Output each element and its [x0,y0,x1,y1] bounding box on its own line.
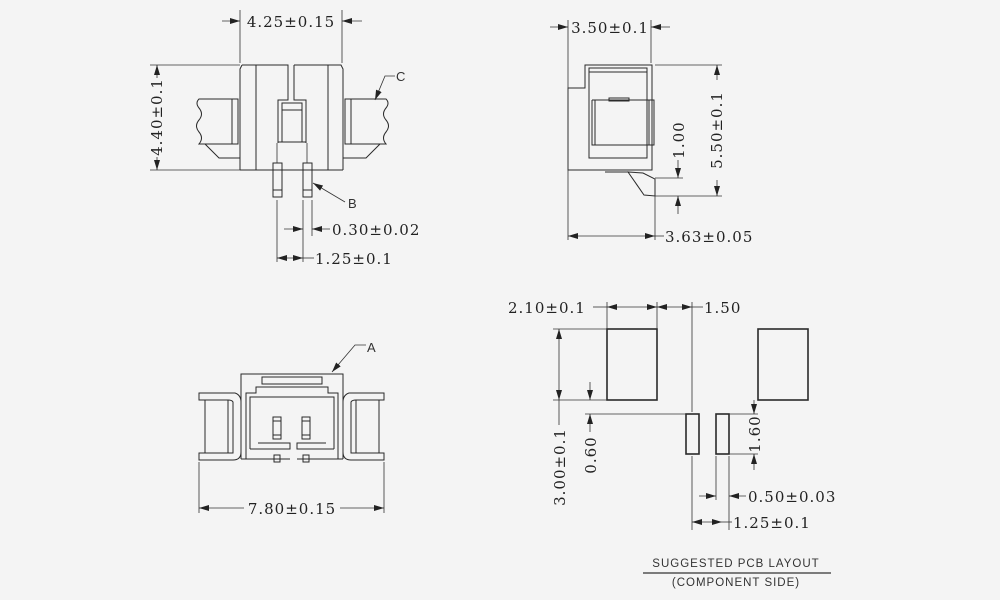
overall-dimension: 3.63±0.05 [665,228,753,246]
callout-b: B [348,196,357,211]
front-width-dimension: 7.80±0.15 [248,500,336,518]
pcb-pitch-dimension: 1.25±0.1 [733,514,811,532]
top-view: 4.25±0.15 4.40±0.1 0.30±0.02 1.25±0.1 B … [148,10,420,268]
callout-a: A [367,340,376,355]
callout-c: C [396,69,405,84]
signal-pad-1 [685,413,700,455]
offset-dimension: 0.60 [582,436,600,473]
side-height-dimension: 5.50±0.1 [708,91,726,169]
pad-height-dimension: 3.00±0.1 [551,428,569,506]
layout-title: SUGGESTED PCB LAYOUT [652,558,819,570]
gap-dimension: 1.50 [704,299,741,317]
pin-width-dimension: 0.30±0.02 [332,221,420,239]
signal-pad-2 [715,413,730,455]
pitch-dimension: 1.25±0.1 [315,250,393,268]
lead-dimension: 1.00 [670,121,688,158]
side-width-dimension: 3.50±0.1 [571,19,649,37]
signal-pad-height-dimension: 1.60 [746,415,764,452]
width-dimension: 4.25±0.15 [247,13,335,31]
height-dimension: 4.40±0.1 [148,78,166,156]
pad-width-dimension: 2.10±0.1 [508,299,586,317]
signal-pad-width-dimension: 0.50±0.03 [748,488,836,506]
layout-subtitle: (COMPONENT SIDE) [672,577,800,589]
large-pad-left [606,328,658,401]
pcb-layout: 2.10±0.1 1.50 3.00±0.1 0.60 1.60 0.50±0.… [508,299,836,589]
large-pad-right [757,328,809,401]
side-view: 3.50±0.1 5.50±0.1 1.00 3.63±0.05 [550,19,753,246]
front-view: 7.80±0.15 A [198,340,385,518]
